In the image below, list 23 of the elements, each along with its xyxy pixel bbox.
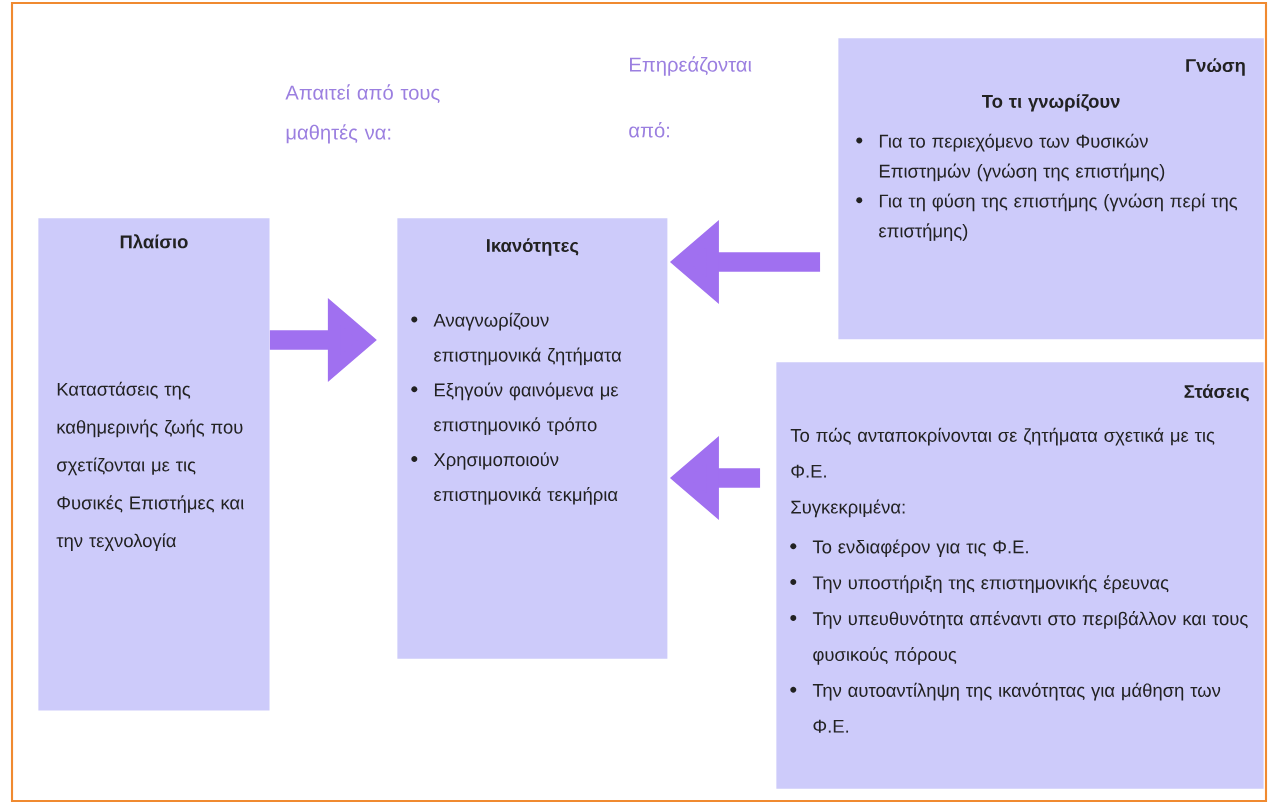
content-box	[776, 362, 1264, 789]
bullet-item: Την υπευθυνότητα απέναντι στο περιβάλλον και τους φυσικούς πόρους	[790, 611, 1248, 665]
content-box	[397, 218, 668, 659]
annotation-text: Επηρεάζονται από:	[629, 56, 752, 138]
box-heading: Στάσεις	[1184, 384, 1249, 402]
content-box	[38, 218, 270, 711]
bullet-item: Εξηγούν φαινόμενα με επιστημονικό τρόπο	[411, 382, 619, 435]
box-heading: Το τι γνωρίζουν	[982, 94, 1120, 112]
annotation-text: Απαιτεί από τους μαθητές να:	[285, 84, 440, 144]
body-text: Το πώς ανταποκρίνονται σε ζητήματα σχετικά με τις Φ.Ε.	[790, 427, 1215, 478]
body-text: Καταστάσεις της καθημερινής ζωής που σχετίζονται με τις Φυσικές Επιστήμες και την τεχνολογία	[56, 381, 244, 551]
bullet-item: Αναγνωρίζουν επιστημονικά ζητήματα	[411, 312, 622, 366]
bullet-item: Την αυτοαντίληψη της ικανότητας για μάθηση των Φ.Ε.	[790, 682, 1221, 733]
box-heading: Πλαίσιο	[120, 234, 188, 249]
body-text: Συγκεκριμένα:	[791, 499, 905, 518]
bullet-item: Χρησιμοποιούν επιστημονικά τεκμήρια	[411, 452, 618, 505]
bullet-item: Για τη φύση της επιστήμης (γνώση περί της επιστήμης)	[856, 193, 1238, 242]
bullet-item: Την υποστήριξη της επιστημονικής έρευνας	[790, 575, 1169, 593]
content-box	[838, 38, 1264, 340]
box-heading: Γνώση	[1186, 58, 1245, 76]
bullet-item: Για το περιεχόμενο των Φυσικών Επιστημών (γνώση της επιστήμης)	[856, 133, 1165, 182]
bullet-item: Το ενδιαφέρον για τις Φ.Ε.	[790, 539, 1028, 558]
box-heading: Ικανότητες	[487, 238, 579, 256]
